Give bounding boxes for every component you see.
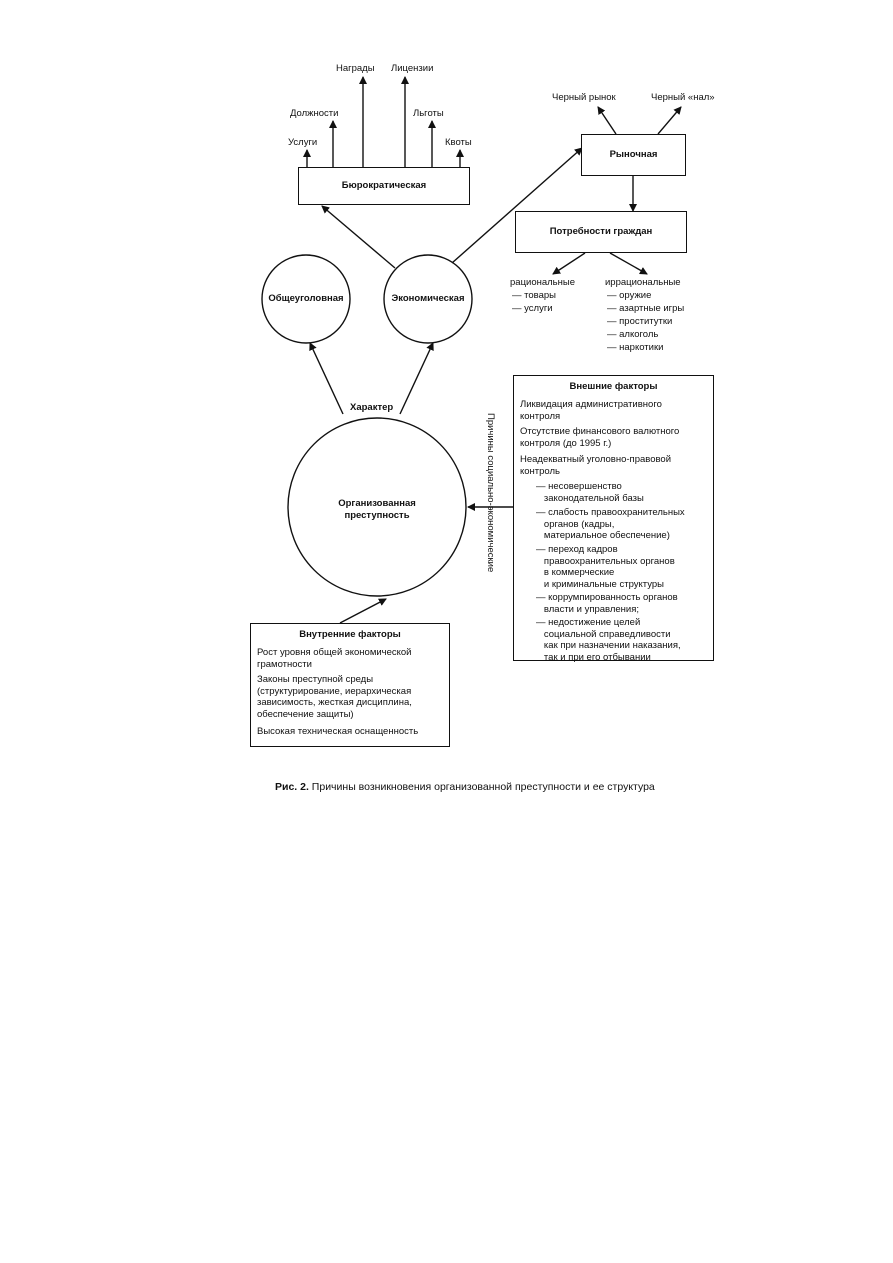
- internal-title: Внутренние факторы: [299, 629, 401, 640]
- label-licenses: Лицензии: [391, 63, 434, 74]
- external-paragraph: Отсутствие финансового валютного контрол…: [520, 426, 680, 449]
- circle-economic-label: Экономическая: [391, 293, 465, 304]
- rational-title: рациональные: [510, 277, 575, 288]
- vertical-label-socioeconomic: Причины социально-экономические: [485, 413, 496, 573]
- arrow-to-black-cash: [657, 106, 682, 135]
- circle-general-criminal-label: Общеуголовная: [268, 293, 344, 304]
- external-subitem: — коррумпированность органов власти и уп…: [536, 592, 678, 615]
- circle-general-criminal: [261, 254, 351, 344]
- external-paragraph: Неадекватный уголовно-правовой контроль: [520, 454, 672, 477]
- box-external-factors: Внешние факторы Ликвидация административ…: [513, 375, 714, 663]
- box-citizen-needs: Потребности граждан: [515, 211, 687, 253]
- irrational-item: — наркотики: [607, 342, 664, 353]
- box-bureaucratic: Бюрократическая: [298, 167, 470, 205]
- circle-organized-crime: [287, 417, 467, 597]
- internal-paragraph: Высокая техническая оснащенность: [257, 726, 419, 737]
- circle-economic: [383, 254, 473, 344]
- arrow-internal-to-crime: [339, 598, 387, 624]
- figure-caption-text: Причины возникновения организованной пре…: [308, 781, 655, 793]
- irrational-item: — оружие: [607, 290, 652, 301]
- arrow-to-general-criminal: [309, 342, 344, 415]
- box-citizen-needs-label: Потребности граждан: [549, 226, 653, 237]
- irrational-item: — азартные игры: [607, 303, 685, 314]
- external-subitem: — переход кадров правоохранительных орга…: [536, 544, 675, 590]
- character-label: Характер: [350, 402, 394, 413]
- box-bureaucratic-label: Бюрократическая: [341, 180, 427, 191]
- internal-paragraph: Рост уровня общей экономической грамотно…: [257, 647, 412, 670]
- label-black-market: Черный рынок: [552, 92, 616, 103]
- external-subitem: — недостижение целей социальной справедл…: [536, 617, 681, 663]
- arrow-economic-to-bureaucratic: [321, 205, 396, 269]
- external-subitem: — слабость правоохранительных органов (к…: [536, 507, 685, 541]
- label-black-cash: Черный «нал»: [651, 92, 715, 103]
- external-subitem: — несовершенство законодательной базы: [536, 481, 644, 504]
- box-internal-factors: Внутренние факторы Рост уровня общей эко…: [250, 623, 450, 747]
- figure-caption-prefix: Рис. 2.: [275, 781, 309, 793]
- figure-caption: Рис. 2. Причины возникновения организова…: [275, 781, 655, 793]
- arrow-to-economic: [399, 342, 434, 415]
- rational-item: — услуги: [512, 303, 553, 314]
- irrational-title: иррациональные: [605, 277, 681, 288]
- label-awards: Награды: [336, 63, 375, 74]
- rational-item: — товары: [512, 290, 557, 301]
- external-title: Внешние факторы: [569, 381, 658, 392]
- irrational-item: — алкоголь: [607, 329, 659, 340]
- arrow-to-rational: [552, 252, 586, 275]
- label-services: Услуги: [288, 137, 318, 148]
- arrow-to-black-market: [597, 106, 617, 135]
- external-paragraph: Ликвидация административного контроля: [520, 399, 662, 422]
- box-market: Рыночная: [581, 134, 686, 176]
- arrow-to-irrational: [609, 252, 648, 275]
- irrational-item: — проститутки: [607, 316, 673, 327]
- label-benefits: Льготы: [413, 108, 444, 119]
- arrow-economic-to-market: [451, 147, 583, 264]
- internal-paragraph: Законы преступной среды (структурировани…: [257, 674, 412, 720]
- circle-organized-crime-label-1: Организованная: [338, 498, 416, 509]
- box-market-label: Рыночная: [609, 149, 658, 160]
- label-positions: Должности: [290, 108, 339, 119]
- label-quotas: Квоты: [445, 137, 472, 148]
- circle-organized-crime-label-2: преступность: [344, 510, 410, 521]
